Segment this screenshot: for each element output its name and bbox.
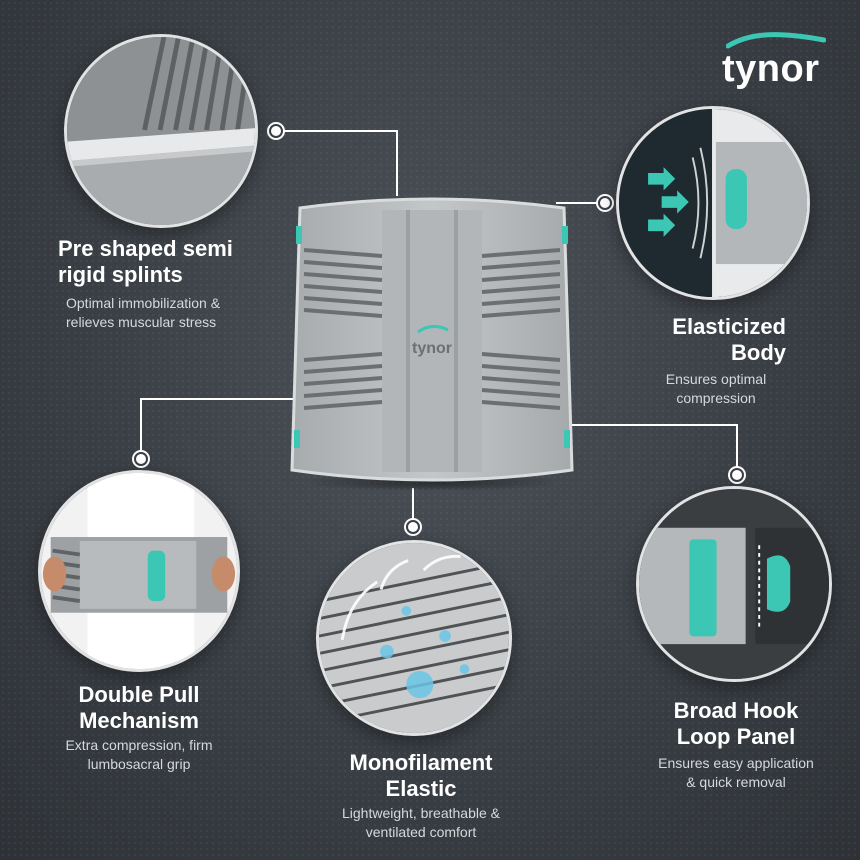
elastic-body-title-line1: Elasticized [672, 314, 786, 339]
connector-dot-monofilament [406, 520, 420, 534]
logo-swoosh-icon [726, 32, 826, 49]
connector-splints-drop [396, 130, 398, 196]
splints-detail-image [64, 34, 258, 228]
monofilament-title-line2: Elastic [385, 776, 457, 801]
connector-dot-splints [269, 124, 283, 138]
double-pull-title-line2: Mechanism [79, 708, 199, 733]
hook-loop-desc-line1: Ensures easy application [658, 755, 814, 771]
elastic-body-desc: Ensures optimal compression [628, 370, 804, 408]
connector-hook-loop-drop [736, 424, 738, 474]
splints-desc-line2: relieves muscular stress [66, 314, 217, 330]
hook-loop-title: Broad Hook Loop Panel [626, 698, 846, 750]
double-pull-desc: Extra compression, firm lumbosacral grip [26, 736, 252, 774]
connector-hook-loop [570, 424, 738, 426]
monofilament-desc-line2: ventilated comfort [365, 824, 477, 840]
lumbar-belt-image [290, 197, 574, 490]
monofilament-title-line1: Monofilament [349, 750, 493, 775]
logo-text: tynor [722, 48, 820, 90]
double-pull-title-line1: Double Pull [78, 682, 200, 707]
splints-title: Pre shaped semi rigid splints [58, 236, 233, 288]
double-pull-desc-line1: Extra compression, firm [65, 737, 213, 753]
double-pull-detail-image [38, 470, 240, 672]
monofilament-title: Monofilament Elastic [306, 750, 536, 802]
hook-loop-title-line1: Broad Hook [673, 698, 799, 723]
elastic-body-detail-image [616, 106, 810, 300]
splints-desc: Optimal immobilization & relieves muscul… [66, 294, 220, 332]
elastic-body-desc-line2: compression [676, 390, 756, 406]
monofilament-detail-image [316, 540, 512, 736]
connector-double-pull-drop [140, 398, 142, 458]
splints-title-line2: rigid splints [58, 262, 183, 287]
connector-dot-elastic [598, 196, 612, 210]
connector-elastic [556, 202, 606, 204]
monofilament-desc-line1: Lightweight, breathable & [342, 805, 500, 821]
splints-title-line1: Pre shaped semi [58, 236, 233, 261]
elastic-body-title: Elasticized Body [600, 314, 786, 366]
hook-loop-desc: Ensures easy application & quick removal [626, 754, 846, 792]
connector-dot-double-pull [134, 452, 148, 466]
connector-splints [276, 130, 398, 132]
hook-loop-title-line2: Loop Panel [676, 724, 796, 749]
splints-desc-line1: Optimal immobilization & [66, 295, 221, 311]
double-pull-title: Double Pull Mechanism [26, 682, 252, 734]
elastic-body-title-line2: Body [731, 340, 786, 365]
connector-double-pull [140, 398, 294, 400]
connector-dot-hook-loop [730, 468, 744, 482]
belt-logo-text: tynor [412, 340, 452, 357]
monofilament-desc: Lightweight, breathable & ventilated com… [306, 804, 536, 842]
connector-monofilament [412, 488, 414, 524]
elastic-body-desc-line1: Ensures optimal [665, 371, 767, 387]
hook-loop-desc-line2: & quick removal [686, 774, 786, 790]
double-pull-desc-line2: lumbosacral grip [87, 756, 191, 772]
hook-loop-detail-image [636, 486, 832, 682]
